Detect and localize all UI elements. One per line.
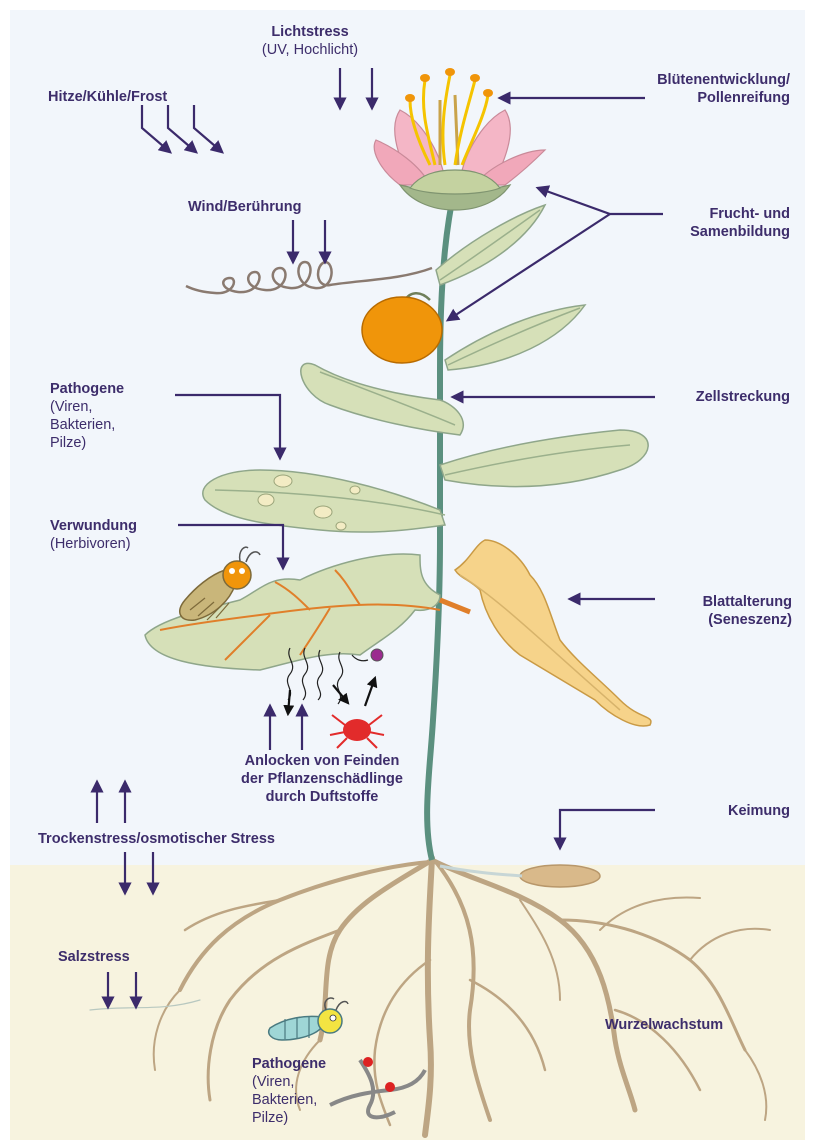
mite-small-icon <box>371 649 383 661</box>
label-pathogene-bottom-title: Pathogene <box>252 1055 326 1073</box>
soil-background <box>10 865 805 1140</box>
label-bluete: Blütenentwicklung/ Pollenreifung <box>590 71 790 107</box>
label-wurzelwachstum-title: Wurzelwachstum <box>605 1016 723 1034</box>
label-salzstress: Salzstress <box>58 948 130 966</box>
seed <box>520 865 600 887</box>
label-lichtstress: Lichtstress (UV, Hochlicht) <box>255 23 365 59</box>
label-zellstreckung-title: Zellstreckung <box>640 388 790 406</box>
label-anlocken-line-1: Anlocken von Feinden <box>222 752 422 770</box>
label-wind-title: Wind/Berührung <box>188 198 301 216</box>
label-bluete-line-1: Blütenentwicklung/ <box>590 71 790 89</box>
label-lichtstress-title: Lichtstress <box>255 23 365 41</box>
label-keimung: Keimung <box>660 802 790 820</box>
label-pathogene-top: Pathogene (Viren, Bakterien, Pilze) <box>50 380 124 452</box>
label-frucht-line-2: Samenbildung <box>640 223 790 241</box>
label-anlocken-line-2: der Pflanzenschädlinge <box>222 770 422 788</box>
label-blattalterung: Blattalterung (Seneszenz) <box>640 593 792 629</box>
label-lichtstress-sub: (UV, Hochlicht) <box>255 41 365 59</box>
label-pathogene-bottom-sub-3: Pilze) <box>252 1109 326 1127</box>
label-verwundung-title: Verwundung <box>50 517 137 535</box>
label-blattalterung-line-2: (Seneszenz) <box>640 611 792 629</box>
label-frucht: Frucht- und Samenbildung <box>640 205 790 241</box>
label-zellstreckung: Zellstreckung <box>640 388 790 406</box>
label-bluete-line-2: Pollenreifung <box>590 89 790 107</box>
label-anlocken-line-3: durch Duftstoffe <box>222 788 422 806</box>
label-wind: Wind/Berührung <box>188 198 301 216</box>
label-pathogene-bottom-sub-1: (Viren, <box>252 1073 326 1091</box>
label-verwundung-sub: (Herbivoren) <box>50 535 137 553</box>
label-hitze: Hitze/Kühle/Frost <box>48 88 167 106</box>
label-pathogene-top-sub-2: Bakterien, <box>50 416 124 434</box>
label-pathogene-top-sub-1: (Viren, <box>50 398 124 416</box>
label-pathogene-top-sub-3: Pilze) <box>50 434 124 452</box>
label-hitze-title: Hitze/Kühle/Frost <box>48 88 167 106</box>
label-pathogene-bottom-sub-2: Bakterien, <box>252 1091 326 1109</box>
label-trockenstress-title: Trockenstress/osmotischer Stress <box>38 830 275 848</box>
label-trockenstress: Trockenstress/osmotischer Stress <box>38 830 275 848</box>
label-verwundung: Verwundung (Herbivoren) <box>50 517 137 553</box>
label-keimung-title: Keimung <box>660 802 790 820</box>
label-anlocken: Anlocken von Feinden der Pflanzenschädli… <box>222 752 422 806</box>
label-frucht-line-1: Frucht- und <box>640 205 790 223</box>
label-blattalterung-line-1: Blattalterung <box>640 593 792 611</box>
label-wurzelwachstum: Wurzelwachstum <box>605 1016 723 1034</box>
label-pathogene-bottom: Pathogene (Viren, Bakterien, Pilze) <box>252 1055 326 1127</box>
label-pathogene-top-title: Pathogene <box>50 380 124 398</box>
label-salzstress-title: Salzstress <box>58 948 130 966</box>
